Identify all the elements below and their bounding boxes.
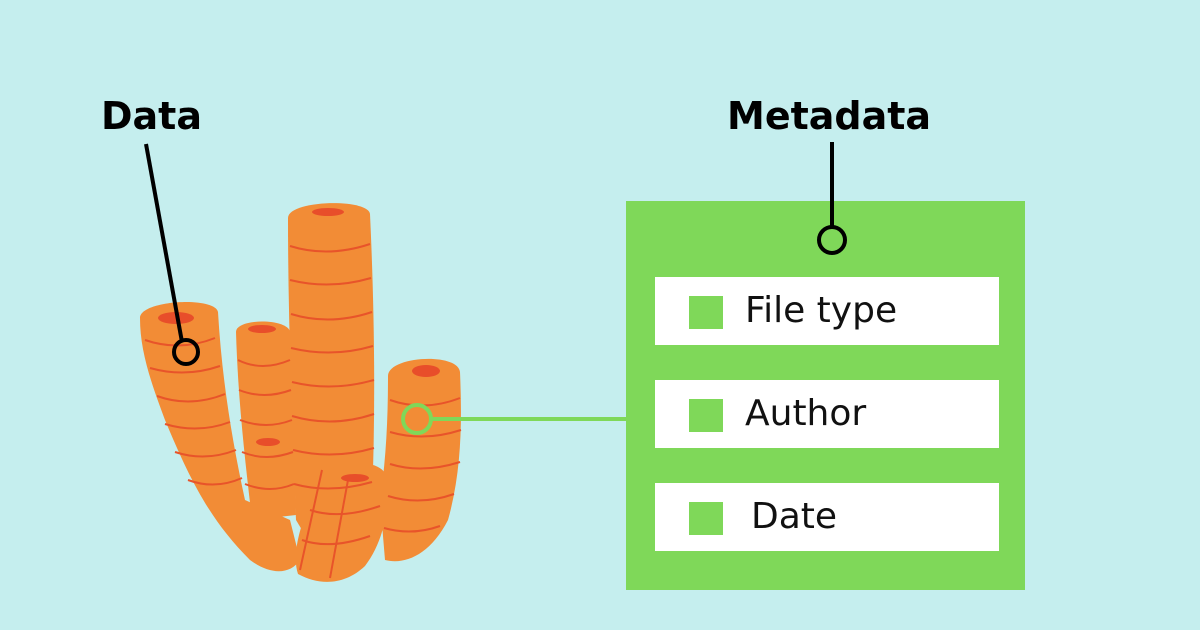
- metadata-label: Metadata: [727, 94, 932, 138]
- metadata-row-label: Author: [745, 393, 867, 434]
- data-anchor-circle: [172, 338, 200, 366]
- data-leader-line: [144, 143, 184, 343]
- coral-illustration: [140, 203, 462, 582]
- connector-anchor-circle: [401, 403, 433, 435]
- metadata-row-author: Author: [655, 380, 999, 448]
- metadata-row-date: Date: [655, 483, 999, 551]
- green-square-icon: [689, 399, 723, 432]
- metadata-anchor-circle: [817, 225, 847, 255]
- data-label: Data: [101, 94, 202, 138]
- metadata-row-label: Date: [751, 496, 838, 537]
- metadata-row-file-type: File type: [655, 277, 999, 345]
- green-square-icon: [689, 502, 723, 535]
- metadata-row-label: File type: [745, 290, 898, 331]
- green-square-icon: [689, 296, 723, 329]
